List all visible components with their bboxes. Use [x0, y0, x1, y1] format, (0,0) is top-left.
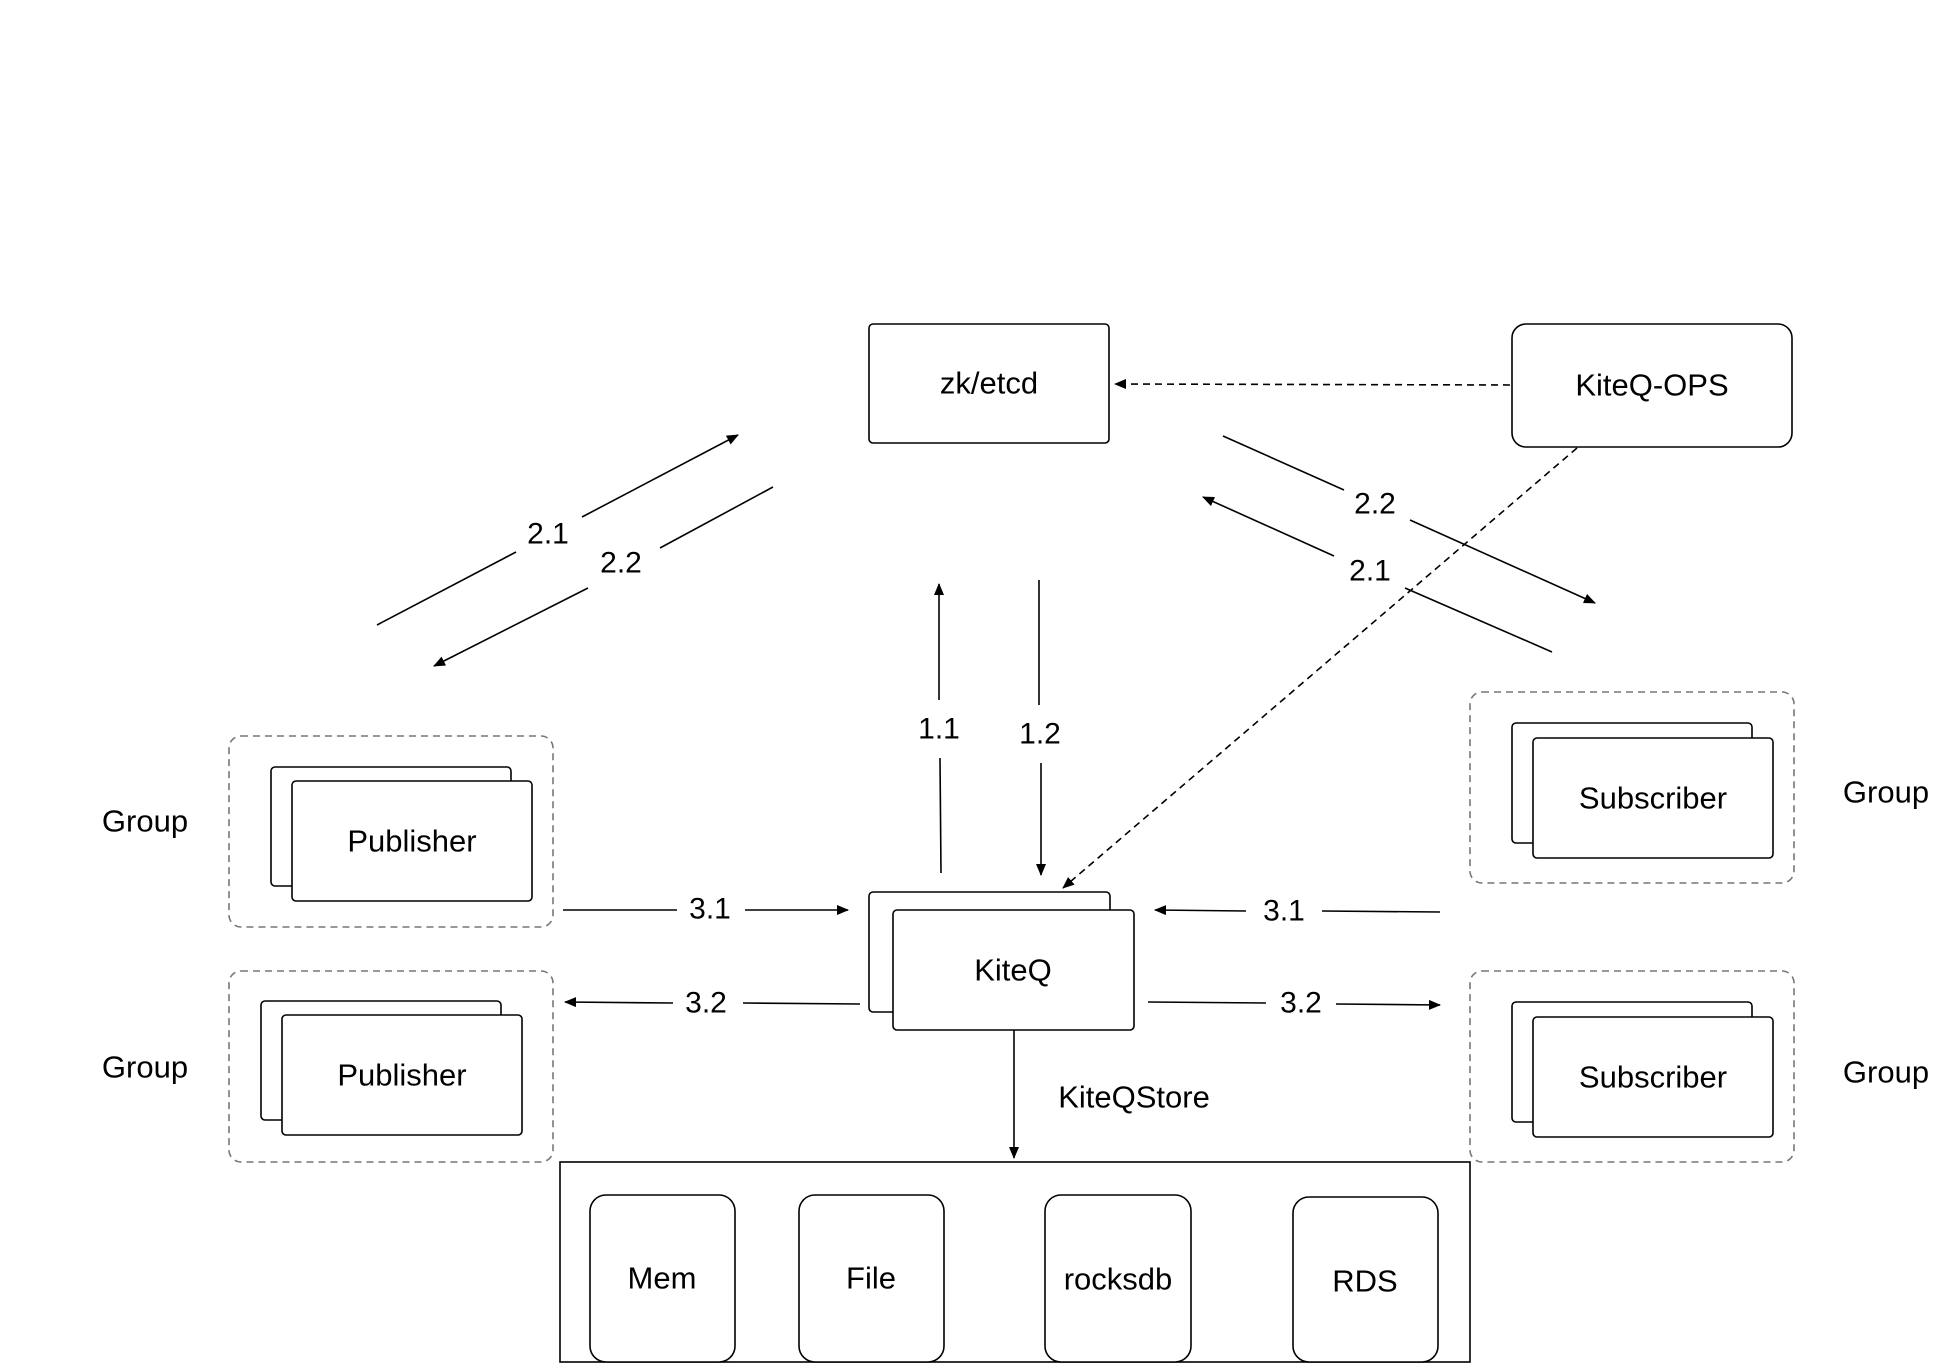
kiteq-ops-label: KiteQ-OPS — [1575, 368, 1728, 403]
pub-notify-label: 2.2 — [600, 547, 642, 580]
subscriber-1-label: Subscriber — [1579, 781, 1727, 816]
sub-push-label: 3.2 — [1280, 987, 1322, 1020]
pub-notify-line-a — [659, 486, 774, 549]
subscriber-2-label: Subscriber — [1579, 1060, 1727, 1095]
subscriber-group-1: Subscriber — [1469, 691, 1795, 884]
sub-register-line-a — [1404, 587, 1553, 653]
store-rocksdb-label: rocksdb — [1064, 1262, 1173, 1297]
sub-ack-line-a — [1321, 910, 1441, 913]
ops-to-kiteq-arrow — [1062, 447, 1578, 889]
publisher-group-1: Publisher — [228, 735, 554, 928]
kiteq-label: KiteQ — [974, 953, 1052, 988]
zk-etcd-label: zk/etcd — [940, 366, 1038, 401]
publisher-2-label: Publisher — [337, 1058, 466, 1093]
group-label-publisher-2: Group — [102, 1050, 188, 1085]
kiteq-ops-node: KiteQ-OPS — [1511, 323, 1793, 448]
pub-notify-arrow — [433, 587, 589, 667]
publisher-group-2: Publisher — [228, 970, 554, 1163]
publisher-1-label: Publisher — [347, 824, 476, 859]
pub-ack-label: 3.2 — [685, 987, 727, 1020]
kiteq-store-label: KiteQStore — [1058, 1080, 1210, 1115]
group-label-subscriber-1: Group — [1843, 775, 1929, 810]
pub-send-label: 3.1 — [689, 893, 731, 926]
sub-ack-arrow — [1154, 905, 1247, 916]
pub-ack-line-a — [742, 1002, 861, 1005]
sub-push-line-a — [1147, 1001, 1267, 1004]
kiteq-store: Mem File rocksdb RDS — [559, 1161, 1471, 1363]
pub-register-line-a — [376, 551, 517, 626]
pub-ack-arrow — [564, 997, 674, 1008]
store-mem-label: Mem — [628, 1261, 697, 1296]
kiteq-register-label: 1.1 — [918, 713, 960, 746]
sub-register-label: 2.1 — [1349, 555, 1391, 588]
pub-register-label: 2.1 — [527, 518, 569, 551]
group-label-publisher-1: Group — [102, 804, 188, 839]
sub-notify-arrow — [1409, 519, 1596, 604]
zk-etcd-node: zk/etcd — [868, 323, 1110, 444]
group-label-subscriber-2: Group — [1843, 1055, 1929, 1090]
subscriber-group-2: Subscriber — [1469, 970, 1795, 1163]
sub-push-arrow — [1335, 999, 1441, 1010]
kiteq-register-line-a — [939, 757, 942, 874]
sub-notify-line-a — [1222, 435, 1345, 491]
pub-register-arrow — [581, 434, 739, 518]
store-file-label: File — [846, 1261, 896, 1296]
sub-notify-label: 2.2 — [1354, 488, 1396, 521]
store-rds-label: RDS — [1332, 1264, 1397, 1299]
kiteq-notify-label: 1.2 — [1019, 718, 1061, 751]
ops-to-zk-arrow — [1114, 379, 1511, 390]
sub-register-arrow — [1202, 496, 1335, 557]
sub-ack-label: 3.1 — [1263, 895, 1305, 928]
kiteq-node: KiteQ — [868, 891, 1135, 1031]
